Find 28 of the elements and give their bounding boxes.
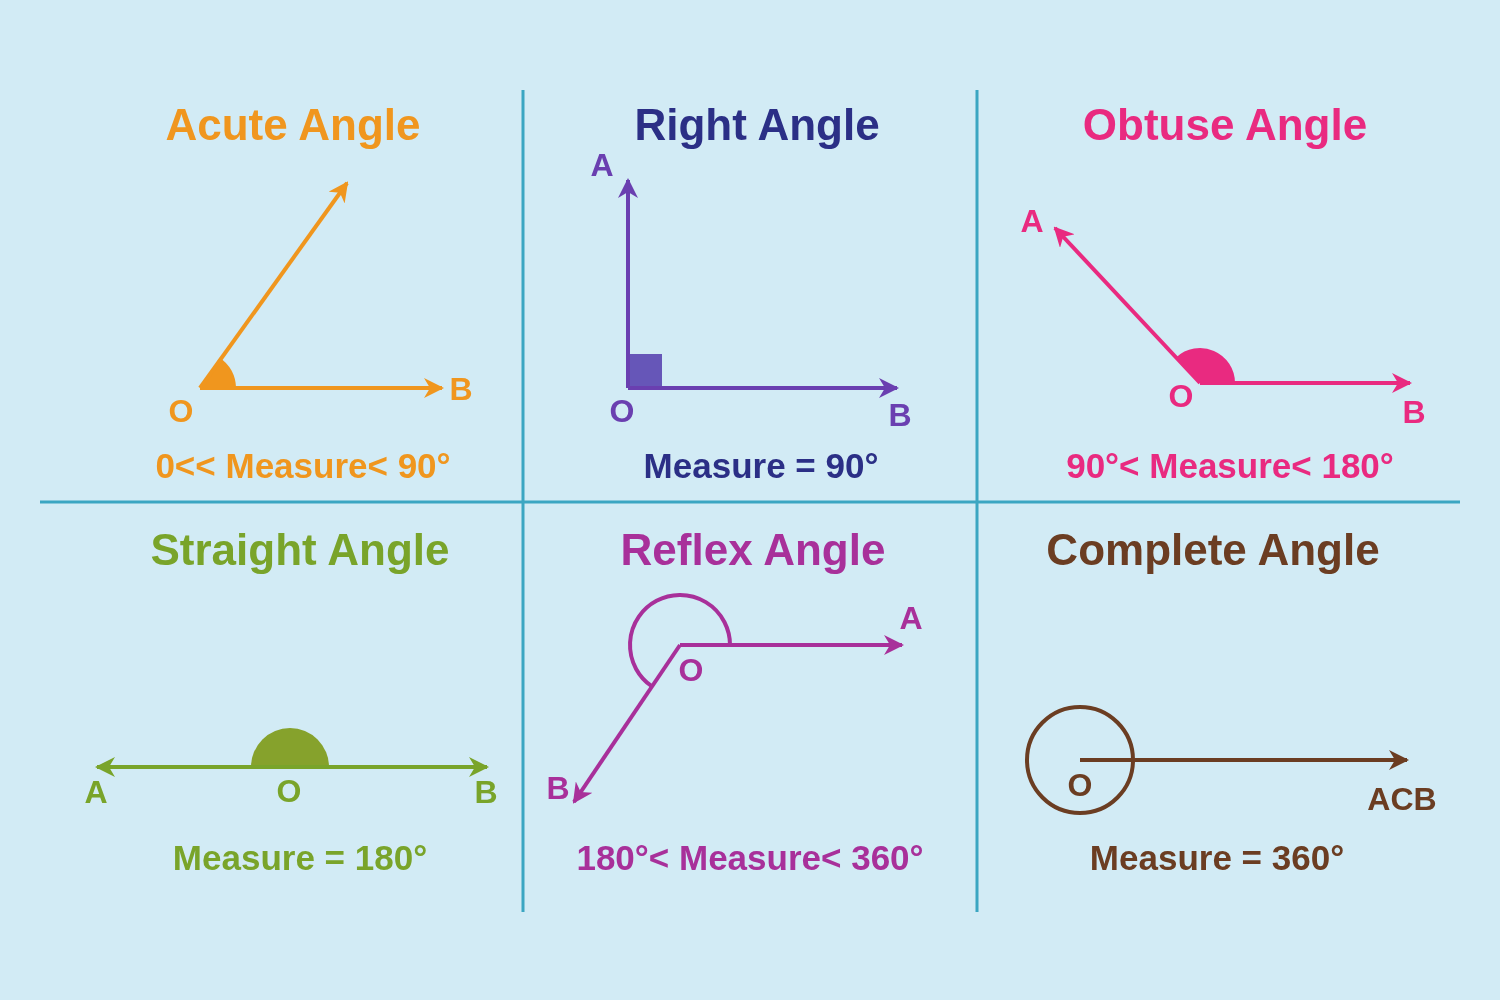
point-label: B [474, 775, 498, 811]
point-label: O [276, 774, 302, 810]
measure-text: Measure = 360° [1089, 838, 1345, 878]
panel-title: Complete Angle [1046, 525, 1380, 575]
point-label: A [899, 601, 923, 637]
measure-text: 0<< Measure< 90° [155, 446, 451, 486]
point-label: O [1168, 379, 1194, 415]
measure-text: 180°< Measure< 360° [576, 838, 924, 878]
panel-title: Straight Angle [150, 525, 450, 575]
point-label: B [888, 398, 912, 434]
measure-text: Measure = 90° [643, 446, 879, 486]
point-label: B [449, 372, 473, 408]
panel-title: Reflex Angle [620, 525, 886, 575]
point-label: O [1067, 768, 1093, 804]
point-label: O [609, 394, 635, 430]
point-label: A [590, 148, 614, 184]
point-label: A [1020, 204, 1044, 240]
panel-title: Obtuse Angle [1082, 100, 1368, 150]
point-label: ACB [1367, 782, 1437, 818]
point-label: B [546, 771, 570, 807]
panel-title: Right Angle [634, 100, 880, 150]
panel-title: Acute Angle [165, 100, 421, 150]
measure-text: 90°< Measure< 180° [1066, 446, 1394, 486]
point-label: B [1402, 395, 1426, 431]
measure-text: Measure = 180° [172, 838, 428, 878]
point-label: O [168, 394, 194, 430]
point-label: A [84, 775, 108, 811]
point-label: O [678, 653, 704, 689]
